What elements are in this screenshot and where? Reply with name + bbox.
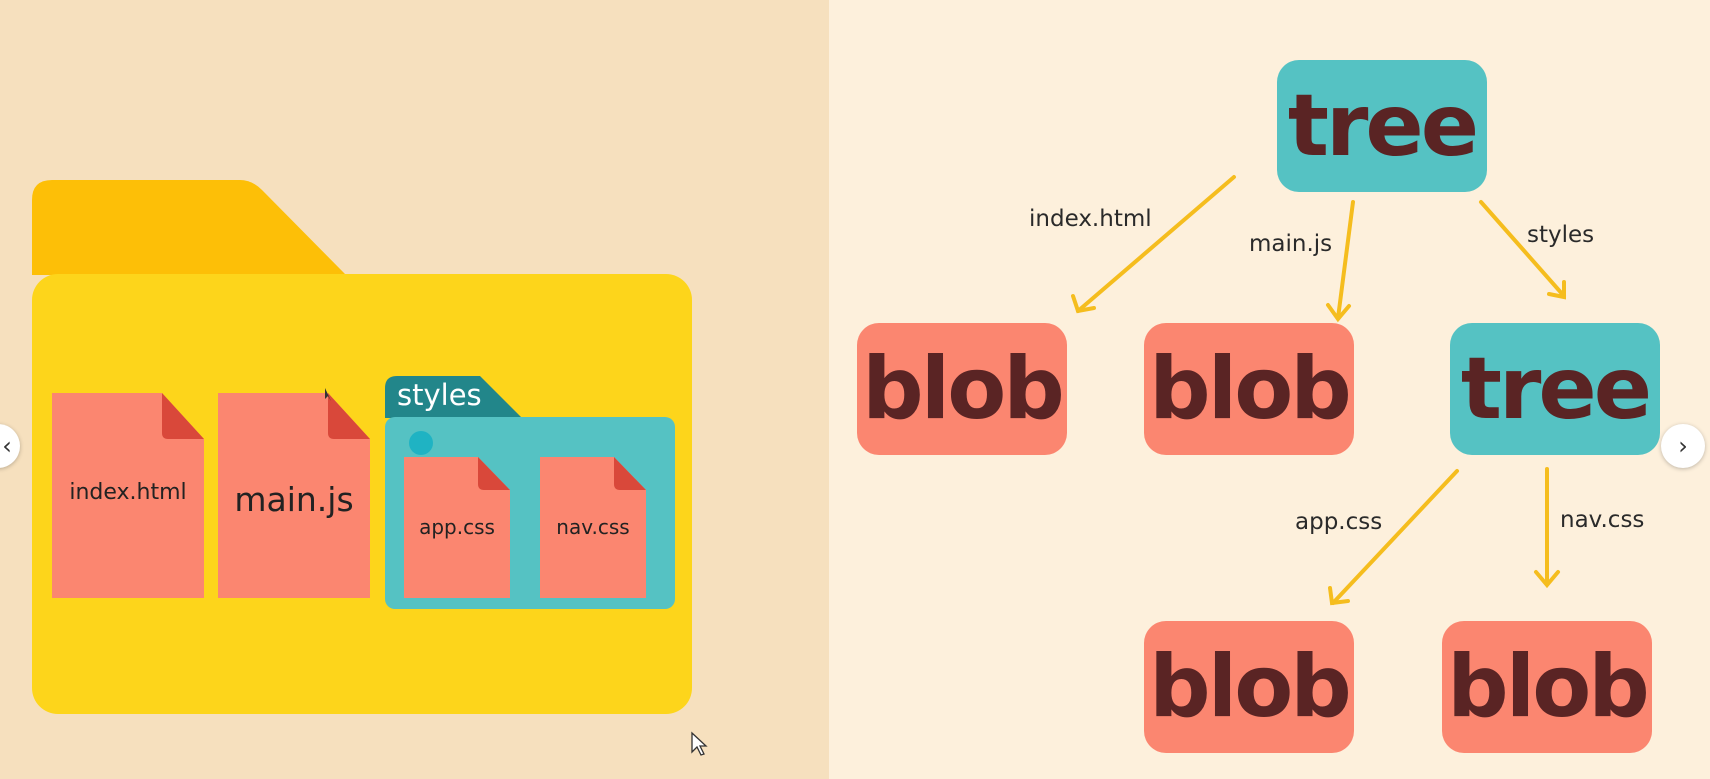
file-nav-css	[540, 457, 646, 598]
chevron-right-icon: ›	[1678, 432, 1688, 460]
file-label-main-js: main.js	[234, 480, 354, 519]
file-index-html	[52, 393, 204, 598]
arrowhead-icon	[1326, 303, 1351, 323]
file-corner-icon	[614, 457, 646, 490]
root-tree-node: tree	[1277, 60, 1487, 192]
arrowhead-icon	[1534, 570, 1560, 589]
edge-label-index-html: index.html	[1029, 206, 1152, 232]
blob-node-main-js: blob	[1144, 323, 1354, 455]
graph-edges	[1071, 175, 1566, 606]
edge-label-nav-css: nav.css	[1560, 507, 1645, 533]
file-corner-icon	[328, 393, 370, 439]
cursor-icon	[691, 731, 708, 756]
styles-folder-tab	[385, 376, 522, 418]
edge-label-main-js: main.js	[1249, 231, 1333, 257]
edge-index-html	[1076, 175, 1236, 313]
edge-styles	[1479, 200, 1566, 298]
file-corner-icon	[162, 393, 204, 439]
chevron-left-icon: ‹	[2, 432, 12, 460]
file-app-css	[404, 457, 510, 598]
styles-tree-node: tree	[1450, 323, 1660, 455]
next-slide-button[interactable]: ›	[1661, 424, 1705, 468]
edge-main-js	[1336, 200, 1355, 320]
file-label-nav-css: nav.css	[556, 515, 630, 539]
dot-icon	[409, 431, 433, 455]
prev-slide-button[interactable]: ‹	[0, 424, 20, 468]
edge-app-css	[1331, 469, 1459, 605]
cursor-icon	[325, 388, 331, 401]
blob-node-index-html: blob	[857, 323, 1067, 455]
folder-tab	[32, 180, 346, 275]
blob-node-nav-css: blob	[1442, 621, 1652, 753]
arrowhead-icon	[1071, 294, 1096, 314]
arrowhead-icon	[1328, 586, 1350, 606]
edge-label-styles: styles	[1527, 222, 1595, 248]
file-main-js	[218, 393, 370, 598]
arrowhead-icon	[1547, 280, 1566, 300]
file-label-index-html: index.html	[69, 480, 187, 505]
edge-label-app-css: app.css	[1295, 509, 1383, 535]
file-label-app-css: app.css	[419, 515, 495, 539]
styles-folder-label: styles	[397, 378, 482, 412]
file-corner-icon	[478, 457, 510, 490]
blob-node-app-css: blob	[1144, 621, 1354, 753]
